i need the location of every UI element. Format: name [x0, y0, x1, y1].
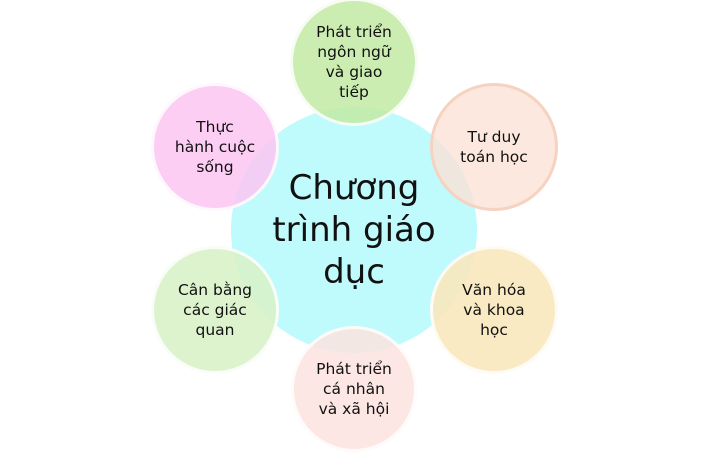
node-math: Tư duy toán học — [430, 83, 558, 211]
node-label: Tư duy toán học — [460, 128, 528, 166]
center-label: Chương trình giáo dục — [272, 168, 436, 292]
node-label: Cân bằng các giác quan — [177, 281, 253, 339]
node-label: Thực hành cuộc sống — [174, 118, 256, 176]
node-senses: Cân bằng các giác quan — [151, 246, 279, 374]
node-personal-social: Phát triển cá nhân và xã hội — [291, 326, 417, 452]
node-culture-science: Văn hóa và khoa học — [430, 246, 558, 374]
node-label: Văn hóa và khoa học — [462, 281, 526, 339]
node-practical-life: Thực hành cuộc sống — [151, 83, 279, 211]
node-label: Phát triển ngôn ngữ và giao tiếp — [316, 23, 392, 101]
node-label: Phát triển cá nhân và xã hội — [316, 360, 392, 418]
node-language: Phát triển ngôn ngữ và giao tiếp — [290, 0, 418, 126]
